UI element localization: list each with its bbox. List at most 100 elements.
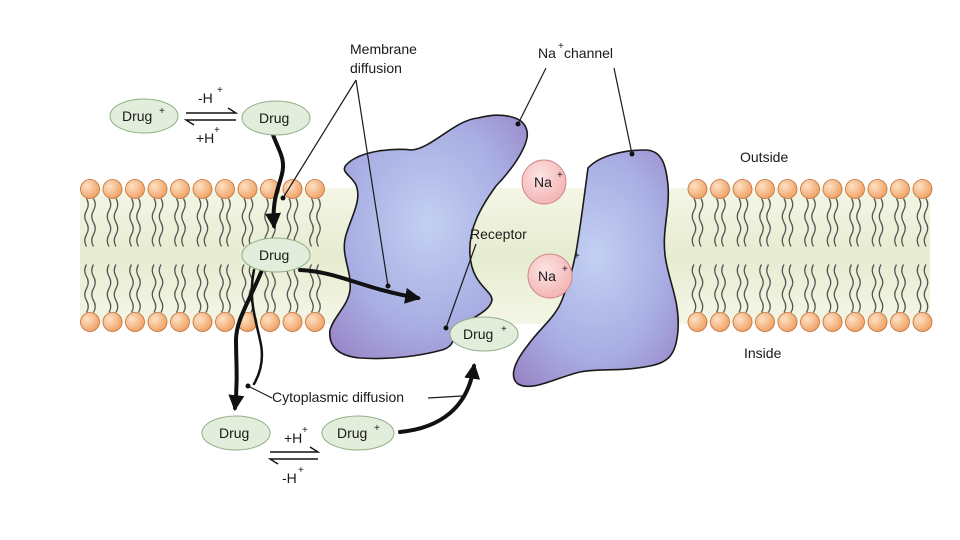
lipid-tail (219, 264, 224, 313)
equilibrium-top-reverse-arrow (183, 119, 236, 126)
arrow-into-membrane (265, 130, 285, 230)
leader-receptor (445, 243, 477, 329)
leader-dot-membrane (280, 195, 286, 201)
lipid-tail (714, 198, 719, 247)
lipid-head (80, 312, 100, 332)
lipid-head (125, 312, 145, 332)
lipid-tail (286, 264, 292, 313)
lipid-tail (691, 198, 697, 247)
lipid-head (845, 179, 865, 199)
eq-bottom-forward-text: +H (284, 430, 302, 446)
eq-top-forward-text: -H (198, 90, 213, 106)
lipid-tail (226, 198, 231, 247)
drug-top-left-label: Drug (122, 108, 152, 124)
na-ion-lower: Na + (527, 253, 573, 299)
lipid-head (867, 179, 888, 199)
drug-membrane-label: Drug (259, 247, 289, 263)
lipid-head (102, 179, 123, 199)
lipid-head (192, 179, 213, 199)
lipid-tail (136, 264, 141, 313)
lipid-tail (871, 198, 877, 247)
lipid-tail (766, 264, 771, 313)
drug-pill-top-right: Drug (241, 100, 311, 136)
lipid-tail (129, 198, 134, 247)
equilibrium-top (183, 107, 239, 126)
lipid-tail (804, 264, 809, 313)
na-channel-label-sup: + (558, 41, 564, 52)
lipid-tail (714, 264, 719, 313)
leader-membrane-diffusion-a (282, 79, 357, 199)
lipid-head (237, 179, 258, 199)
lipid-tail (856, 198, 861, 247)
na-ion-lower-extra-charge: + (574, 251, 580, 262)
lipid-head (192, 312, 213, 332)
lipid-tail (84, 264, 89, 313)
na-ion-lower-label: Na (538, 268, 556, 284)
lipid-tail (241, 198, 247, 247)
eq-top-reverse-sup: + (214, 125, 220, 136)
lipid-tail (174, 198, 179, 247)
lipid-tail (804, 198, 809, 247)
lipid-head (170, 312, 190, 332)
equilibrium-bottom-forward-label: +H + (284, 425, 308, 446)
lipid-tail (923, 264, 929, 313)
outside-label: Outside (740, 149, 788, 165)
lipid-tail (901, 264, 906, 313)
lipid-tail (698, 198, 704, 247)
eq-bottom-reverse-text: -H (282, 470, 297, 486)
leader-dot-receptor (443, 325, 449, 331)
lipid-head (215, 179, 235, 199)
lipid-tail (833, 198, 839, 247)
eq-top-reverse-text: +H (196, 130, 214, 146)
lipid-head (80, 179, 100, 199)
lipid-tail (248, 198, 254, 247)
lipid-tail (743, 264, 749, 313)
lipid-head (305, 312, 325, 332)
lipid-tail (788, 264, 794, 313)
lipid-tail (781, 198, 787, 247)
na-channel-label: Na + channel (538, 41, 613, 61)
cytoplasmic-diffusion-label: Cytoplasmic diffusion (272, 389, 404, 405)
lipid-tail (923, 198, 929, 247)
lipid-tail (181, 198, 186, 247)
lipid-head (800, 179, 820, 199)
lipid-tail (916, 198, 922, 247)
lipid-tail (158, 198, 164, 247)
drug-pill-receptor-bound: Drug + (449, 316, 519, 352)
lipid-tail (743, 198, 749, 247)
lipid-head (305, 179, 325, 199)
lipid-head (867, 312, 888, 332)
lipid-head (687, 179, 708, 199)
lipid-tail (309, 264, 314, 313)
membrane-diffusion-label-line1: Membrane (350, 41, 417, 57)
na-ion-upper-charge: + (557, 170, 563, 181)
leader-na-channel-a (517, 67, 547, 125)
lipid-tail (219, 198, 224, 247)
lipid-tails (84, 198, 929, 313)
drug-pill-bottom-right: Drug + (321, 415, 395, 451)
lipid-tail (736, 198, 742, 247)
lipid-tail (781, 264, 787, 313)
lipid-head (260, 312, 280, 332)
lipid-tail (151, 264, 157, 313)
receptor-protein-right (512, 149, 679, 388)
lipid-head (732, 179, 753, 199)
lipid-head (215, 312, 235, 332)
drug-bottom-right-charge: + (374, 423, 380, 434)
equilibrium-bottom (267, 446, 321, 465)
lipid-tail (106, 264, 112, 313)
equilibrium-top-reverse-label: +H + (196, 125, 220, 146)
lipid-head (822, 312, 843, 332)
lipid-tail (151, 198, 157, 247)
equilibrium-bottom-forward-arrow (270, 446, 321, 453)
arrow-cytoplasm-to-receptor (398, 362, 481, 434)
drug-receptor-charge: + (501, 324, 507, 335)
lipid-head (845, 312, 865, 332)
lipid-tail (878, 198, 884, 247)
lipid-tail (174, 264, 179, 313)
leader-cytoplasmic-b (427, 395, 463, 399)
lipid-tail (894, 198, 899, 247)
arrow-membrane-path (250, 268, 264, 386)
lipid-tail (759, 198, 764, 247)
lipid-tail (736, 264, 742, 313)
